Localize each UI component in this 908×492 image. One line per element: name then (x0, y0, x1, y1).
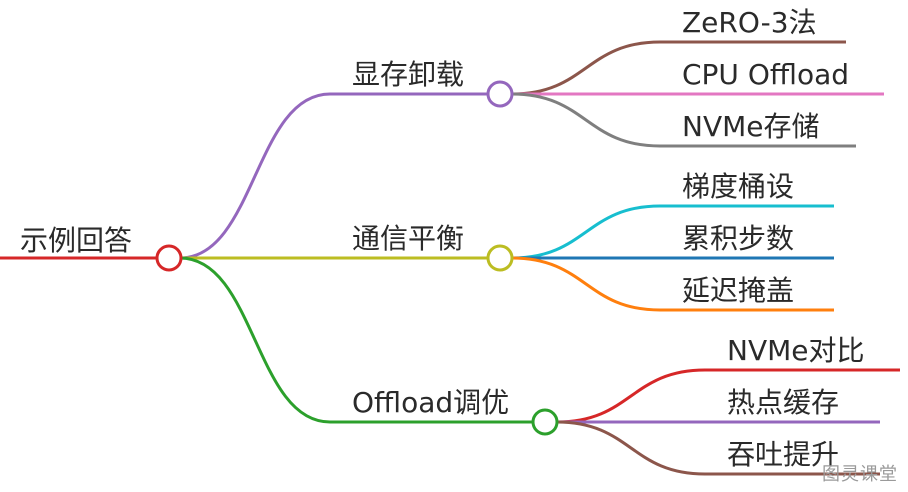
leaf-connector (556, 368, 706, 424)
leaf-connector (511, 92, 661, 148)
leaf-connector (511, 256, 661, 312)
leaf-label-nvme-compare: NVMe对比 (727, 334, 865, 367)
leaf-label-zero3: ZeRO-3法 (682, 6, 817, 39)
leaf-label-accumulation-steps: 累积步数 (682, 222, 795, 255)
branch-label-communication: 通信平衡 (352, 222, 465, 255)
leaf-label-hotspot-cache: 热点缓存 (727, 386, 840, 419)
root-label: 示例回答 (20, 224, 133, 257)
leaf-connector (556, 420, 706, 476)
branch-connector (179, 256, 331, 424)
branch-node-circle (486, 80, 514, 108)
watermark-text: 图灵课堂 (822, 464, 898, 485)
leaf-label-cpu-offload: CPU Offload (682, 58, 850, 91)
leaf-label-throughput-gain: 吞吐提升 (727, 438, 840, 471)
branch-connector (179, 92, 331, 260)
branch-label-memory-offload: 显存卸载 (352, 58, 465, 91)
leaf-label-gradient-bucket: 梯度桶设 (682, 170, 795, 203)
leaf-label-latency-hiding: 延迟掩盖 (682, 274, 795, 307)
leaf-connector (511, 40, 661, 96)
root-node-circle (155, 244, 183, 272)
leaf-connector (511, 204, 661, 260)
branch-label-offload-tuning: Offload调优 (352, 386, 510, 419)
branch-node-circle (486, 244, 514, 272)
leaf-label-nvme-storage: NVMe存储 (682, 110, 820, 143)
branch-node-circle (531, 408, 559, 436)
